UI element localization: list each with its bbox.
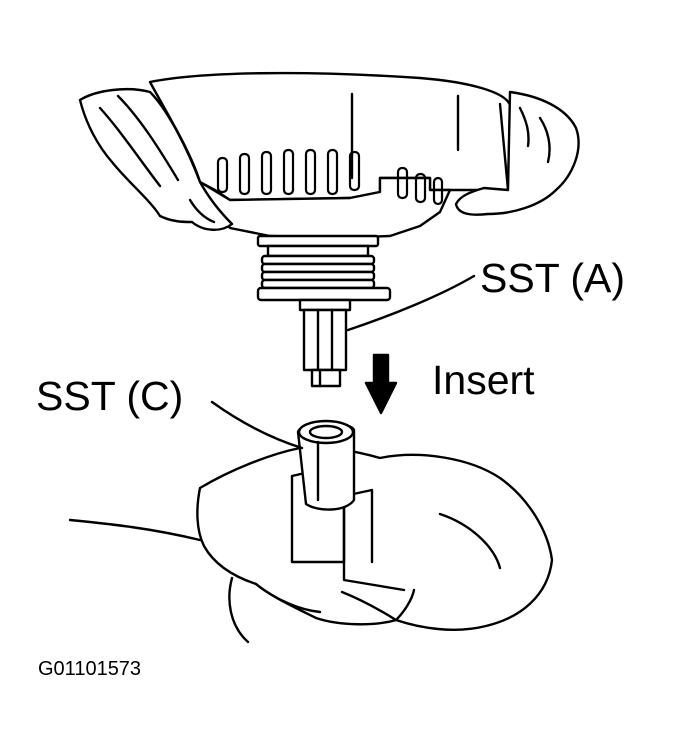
housing-lower-rim — [198, 176, 452, 240]
alternator-assembly — [78, 71, 580, 302]
sst-a-leader — [346, 274, 476, 332]
right-hand — [454, 90, 580, 216]
figure-code: G01101573 — [38, 658, 142, 680]
alternator-housing — [148, 71, 512, 202]
sst-c-leader — [210, 400, 304, 450]
cooling-vents — [216, 148, 444, 206]
left-hand — [78, 87, 234, 231]
sst-a-tool — [298, 298, 352, 388]
sst-c-label: SST (C) — [36, 373, 184, 419]
pulley — [256, 234, 392, 302]
down-arrow-icon — [364, 353, 398, 415]
sst-a-label: SST (A) — [480, 255, 626, 301]
sst-c-assembly — [68, 419, 554, 644]
insert-label: Insert — [432, 357, 535, 403]
lower-hand — [196, 446, 554, 631]
